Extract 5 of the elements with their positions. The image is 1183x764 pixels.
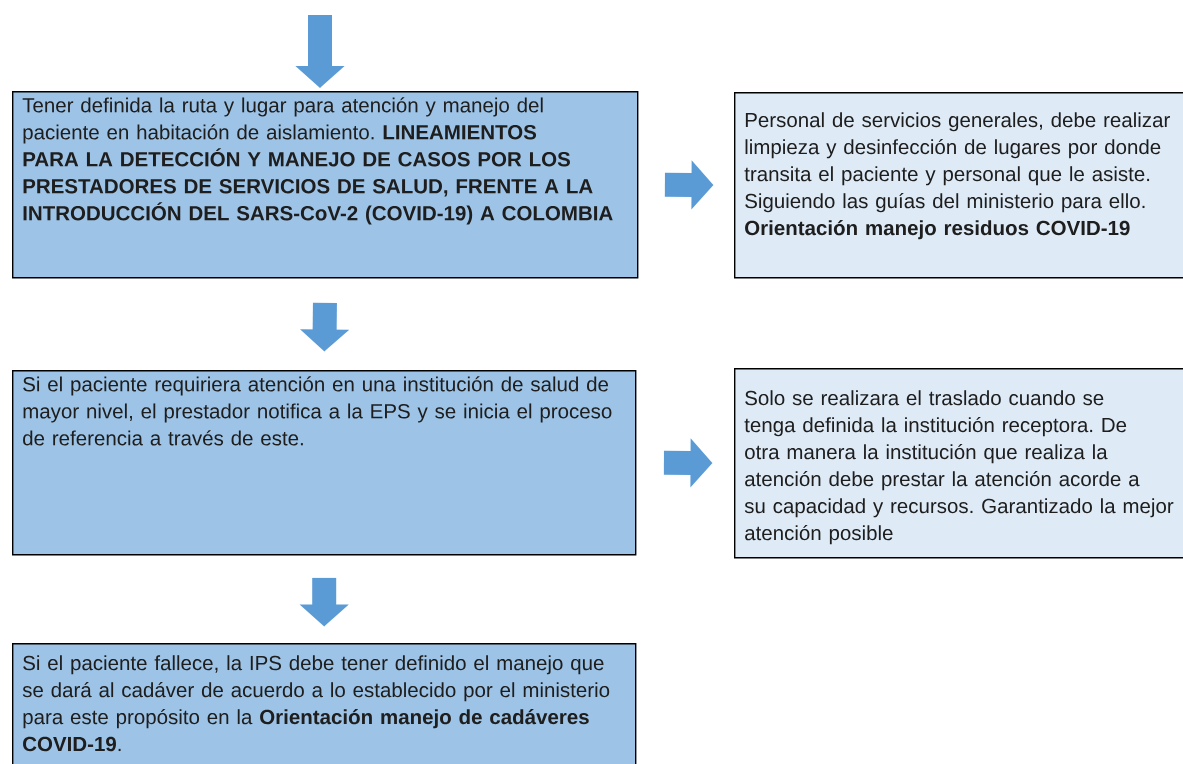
- process-box: Personal de servicios generales, debe realizar limpieza y desinfección de lugares por donde transita el paciente y personal que le asiste. Siguiendo las guías del ministerio para ello. Orientación manejo residuos COVID-19: [734, 92, 1183, 279]
- process-box: Tener definida la ruta y lugar para atención y manejo del paciente en habitación de aislamiento. LINEAMIENTOS PARA LA DETECCIÓN Y MANEJO DE CASOS POR LOS PRESTADORES DE SERVICIOS DE SALUD, FRENTE A LA INTRODUCCIÓN DEL SARS-CoV-2 (COVID-19) A COLOMBIA: [12, 91, 639, 279]
- process-box: Si el paciente fallece, la IPS debe tener definido el manejo que se dará al cadáver de acuerdo a lo establecido por el ministerio para este propósito en la Orientación manejo de cadáveres COVID-19.: [12, 643, 637, 764]
- process-box: Solo se realizara el traslado cuando se tenga definida la institución receptora. De otra manera la institución que realiza la atención debe prestar la atención acorde a su capacidad y recursos. Garantizado la mejor atención posible: [734, 368, 1183, 559]
- process-box: Si el paciente requiriera atención en una institución de salud de mayor nivel, el prestador notifica a la EPS y se inicia el proceso de referencia a través de este.: [12, 370, 637, 556]
